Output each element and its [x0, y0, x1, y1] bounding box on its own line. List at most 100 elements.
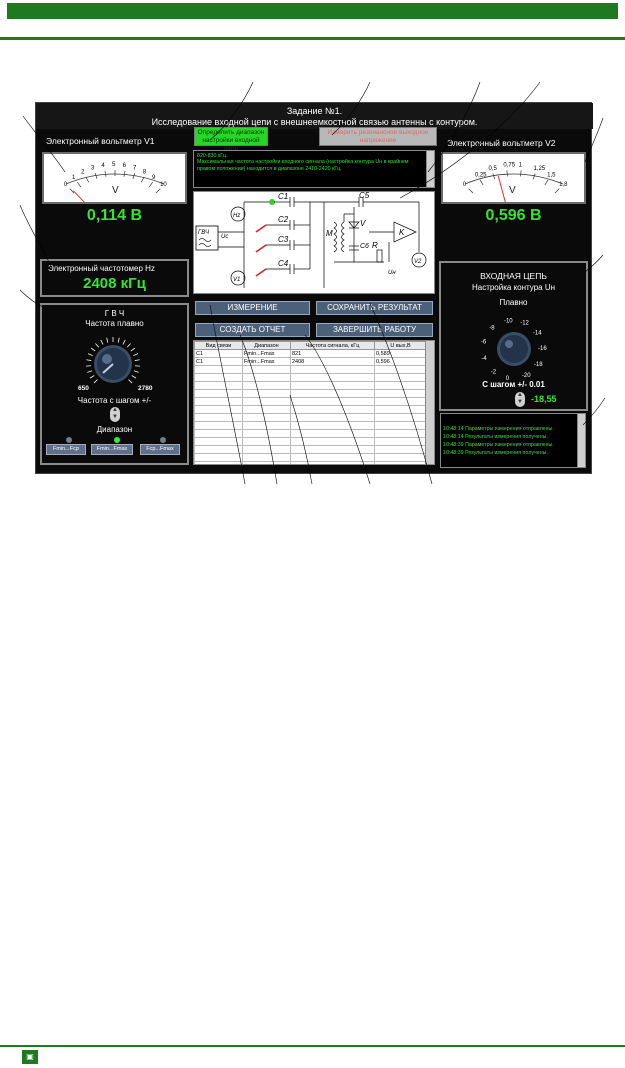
- finish-work-button[interactable]: ЗАВЕРШИТЬ РАБОТУ: [316, 323, 433, 337]
- table-row[interactable]: [194, 373, 427, 382]
- task-subtitle: Исследование входной цепи с внешнеемкост…: [151, 117, 478, 127]
- table-cell: [194, 413, 243, 422]
- footer-divider: [0, 1045, 625, 1047]
- generator-frequency-knob[interactable]: [82, 333, 144, 395]
- table-cell: [290, 437, 375, 446]
- table-cell: [290, 405, 375, 414]
- table-cell: [242, 405, 291, 414]
- measure-button[interactable]: ИЗМЕРЕНИЕ: [195, 301, 310, 315]
- tuning-label: Настройка контура Uн: [471, 283, 556, 292]
- info-line-2: Максимальная частота настройки входного …: [197, 159, 409, 172]
- knob-scale-label: -12: [520, 320, 529, 326]
- table-row[interactable]: [194, 461, 427, 464]
- log-scrollbar[interactable]: [577, 414, 585, 467]
- spinner-up-icon[interactable]: ▲: [517, 392, 523, 398]
- table-cell: [194, 373, 243, 382]
- table-row[interactable]: [194, 445, 427, 454]
- table-cell: [374, 461, 427, 464]
- table-cell: Fmin...Fmax: [242, 349, 291, 358]
- c4-label: C4: [278, 259, 289, 268]
- table-cell: [290, 461, 375, 464]
- scale-tick-label: 1,25: [533, 166, 545, 172]
- table-row[interactable]: [194, 413, 427, 422]
- table-cell: [374, 405, 427, 414]
- table-cell: [290, 421, 375, 430]
- table-cell: 0,596: [374, 357, 427, 366]
- table-cell: [374, 389, 427, 398]
- range-led-1: [66, 437, 72, 443]
- table-cell: [194, 405, 243, 414]
- define-range-button[interactable]: Определить диапазон настройки входной це…: [194, 127, 268, 152]
- switch-c1-indicator[interactable]: [269, 199, 275, 205]
- log-line: 10:48:39 Параметры измерения отправлены.: [443, 442, 554, 448]
- generator-min-label: 650: [78, 385, 89, 392]
- v-label: V: [360, 219, 366, 228]
- table-cell: [290, 381, 375, 390]
- table-row[interactable]: [194, 453, 427, 462]
- save-result-button[interactable]: СОХРАНИТЬ РЕЗУЛЬТАТ: [316, 301, 433, 315]
- range-button-fmin-fmax[interactable]: Fmin...Fmax: [91, 444, 133, 455]
- switch-c3[interactable]: [255, 244, 267, 253]
- spinner-down-icon[interactable]: ▼: [517, 399, 523, 405]
- table-cell: [242, 429, 291, 438]
- footer-logo-icon: ▣: [22, 1050, 38, 1064]
- table-row[interactable]: [194, 381, 427, 390]
- hz-label: Hz: [233, 213, 240, 219]
- table-cell: [242, 461, 291, 464]
- info-scrollbar[interactable]: [426, 151, 434, 187]
- switch-c2[interactable]: [255, 224, 267, 233]
- table-cell: [194, 429, 243, 438]
- knob-scale-label: 0: [506, 376, 510, 382]
- table-row[interactable]: [194, 365, 427, 374]
- voltmeter-v2-label: Электронный вольтметр V2: [447, 138, 556, 148]
- un-label: Uн: [388, 270, 396, 276]
- table-cell: [374, 453, 427, 462]
- table-cell: [374, 413, 427, 422]
- table-cell: [242, 373, 291, 382]
- table-row[interactable]: [194, 389, 427, 398]
- spinner-up-icon[interactable]: ▲: [112, 407, 118, 413]
- table-row[interactable]: [194, 429, 427, 438]
- scale-tick-label: 1: [72, 175, 76, 181]
- header-divider: [0, 37, 625, 40]
- scale-tick-label: 0: [463, 182, 467, 188]
- info-line-1: 820-830 кГц.: [197, 153, 228, 159]
- header-signal-frequency: Частота сигнала, кГц: [290, 341, 375, 350]
- knob-scale-label: -4: [481, 356, 487, 362]
- knob-scale-label: -6: [481, 340, 487, 346]
- table-cell: [374, 421, 427, 430]
- range-button-fmin-fcp[interactable]: Fmin...Fcp: [46, 444, 86, 455]
- results-scrollbar[interactable]: [425, 341, 434, 464]
- spinner-down-icon[interactable]: ▼: [112, 414, 118, 420]
- event-log: 10:48:14 Параметры измерения отправлены.…: [440, 413, 586, 468]
- table-row[interactable]: [194, 421, 427, 430]
- tuning-step-spinner[interactable]: ▲▼: [515, 392, 525, 407]
- generator-step-spinner[interactable]: ▲▼: [110, 407, 120, 422]
- create-report-button[interactable]: СОЗДАТЬ ОТЧЕТ: [195, 323, 310, 337]
- table-row[interactable]: [194, 405, 427, 414]
- range-button-fcp-fmax[interactable]: Fcp...Fmax: [140, 444, 180, 455]
- table-row[interactable]: [194, 437, 427, 446]
- tuning-step-label: С шагом +/- 0.01: [482, 380, 545, 389]
- table-cell: [290, 413, 375, 422]
- v2-circuit-label: V2: [414, 259, 422, 265]
- voltmeter-v1-reading: 0,114 В: [86, 207, 143, 224]
- task-title-bar: Задание №1. Исследование входной цепи с …: [36, 103, 593, 129]
- switch-c4[interactable]: [255, 268, 267, 277]
- generator-panel: Г В Ч Частота плавно 650 2780 Частота с …: [40, 303, 189, 465]
- log-line: 10:48:39 Результаты измерения получены.: [443, 450, 548, 456]
- measure-resonance-button[interactable]: Измерить резонансное выходное напряжение: [319, 127, 437, 146]
- table-cell: [194, 421, 243, 430]
- table-row[interactable]: [194, 397, 427, 406]
- v1-circuit-label: V1: [233, 277, 240, 283]
- knob-scale-label: -2: [491, 370, 497, 376]
- header-range: Диапазон: [242, 341, 291, 350]
- table-cell: [290, 389, 375, 398]
- scale-tick-label: 4: [101, 163, 105, 169]
